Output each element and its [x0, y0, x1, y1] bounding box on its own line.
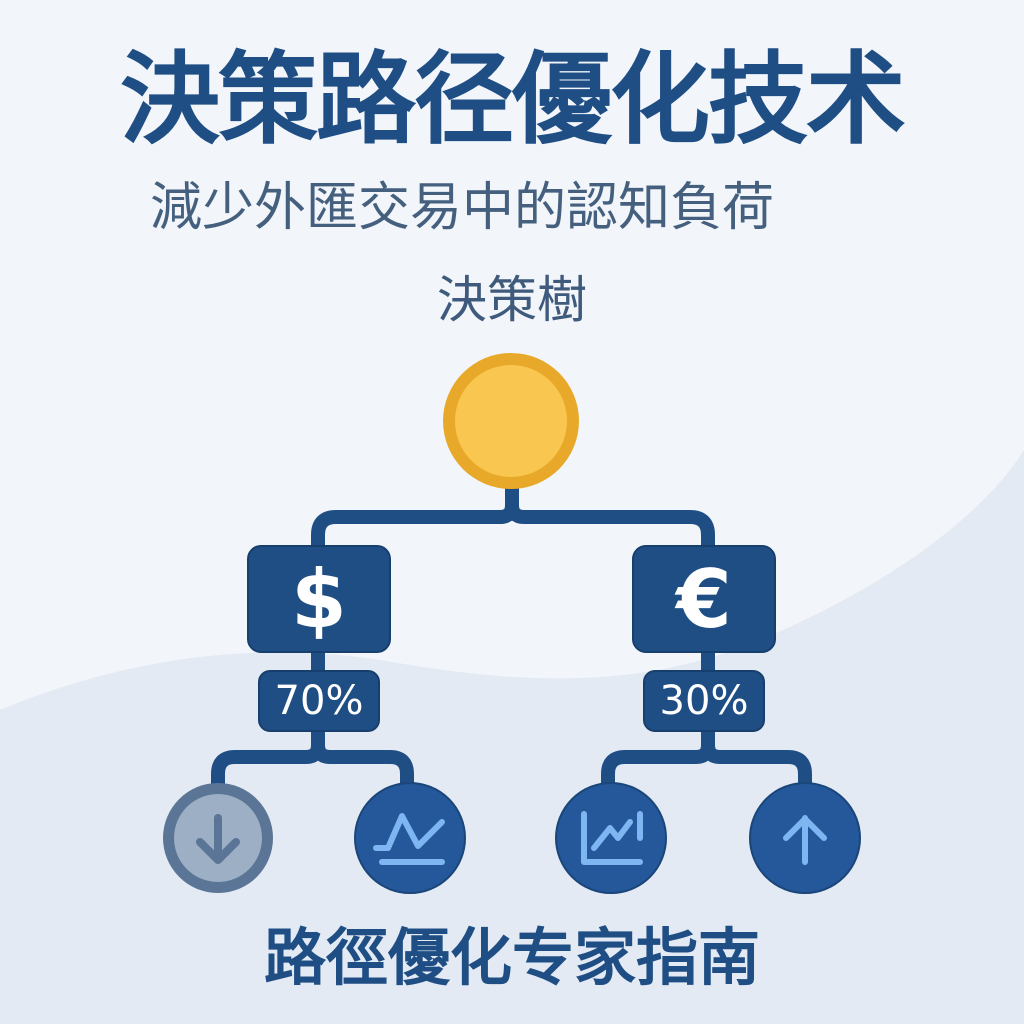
- footer-title: 路徑優化专家指南: [263, 921, 760, 994]
- probability-badge-eur: 30%: [643, 670, 765, 732]
- probability-badge-usd: 70%: [258, 670, 380, 732]
- branch-node-eur: €: [632, 545, 776, 653]
- arrow-up-icon: [783, 815, 827, 865]
- diagram-label: 決策樹: [437, 271, 587, 329]
- page-title: 決策路径優化技术: [120, 41, 906, 158]
- trend-chart-icon: [581, 811, 643, 865]
- line-spike-icon: [373, 813, 445, 865]
- leaf-node-up: [749, 782, 861, 894]
- page-subtitle: 減少外匯交易中的認知負荷: [150, 178, 775, 238]
- leaf-node-trend: [555, 782, 667, 894]
- arrow-down-icon: [196, 814, 240, 864]
- probability-value: 70%: [274, 678, 364, 724]
- euro-icon: €: [676, 552, 732, 646]
- leaf-node-spike: [354, 782, 466, 894]
- dollar-icon: $: [291, 552, 347, 646]
- probability-value: 30%: [659, 678, 749, 724]
- leaf-node-down: [163, 783, 273, 893]
- branch-node-usd: $: [247, 545, 391, 653]
